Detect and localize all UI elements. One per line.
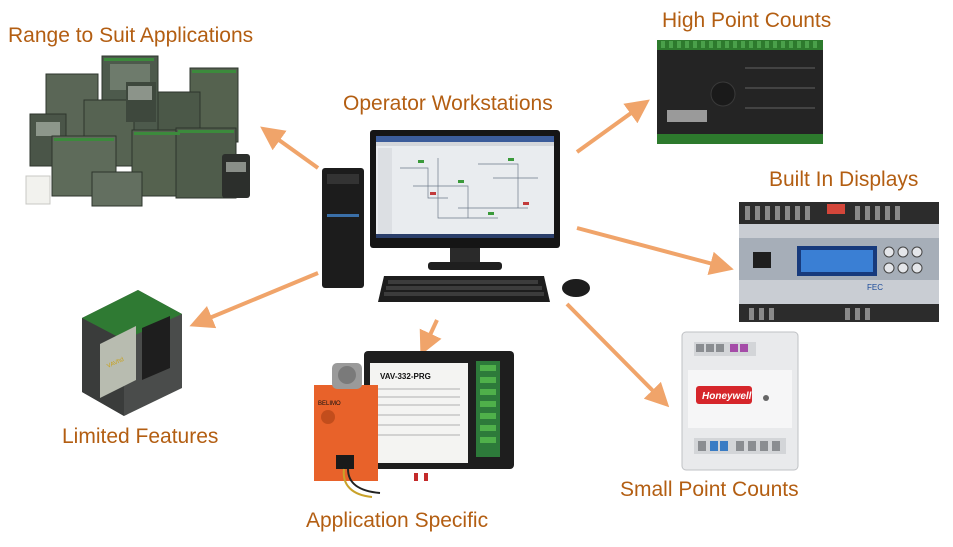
built-in-display-controller-image: FEC — [735, 198, 945, 326]
arrow-to-range — [260, 126, 320, 170]
label-high-point-counts: High Point Counts — [662, 9, 832, 32]
label-built-in-displays: Built In Displays — [769, 168, 919, 191]
fec-text: FEC — [867, 283, 883, 292]
arrow-to-limited — [189, 271, 319, 329]
label-range-to-suit: Range to Suit Applications — [8, 24, 254, 47]
label-limited-features: Limited Features — [62, 425, 219, 448]
label-operator-workstations: Operator Workstations — [343, 92, 553, 115]
label-small-point-counts: Small Point Counts — [620, 478, 799, 501]
controller-range-image — [22, 52, 272, 210]
operator-workstation-image — [318, 128, 600, 306]
belimo-text: BELIMO — [318, 401, 341, 407]
arrow-to-small-point — [565, 302, 670, 408]
small-point-controller-image: Honeywell — [676, 330, 804, 472]
limited-features-controller-image: VAVhd — [78, 282, 186, 422]
label-application-specific: Application Specific — [306, 509, 489, 532]
high-point-controller-image — [655, 38, 825, 146]
application-specific-controller-image: VAV-332-PRG BELIMO — [312, 345, 522, 507]
honeywell-logo-text: Honeywell — [702, 391, 752, 402]
vav-model-text: VAV-332-PRG — [380, 372, 431, 381]
